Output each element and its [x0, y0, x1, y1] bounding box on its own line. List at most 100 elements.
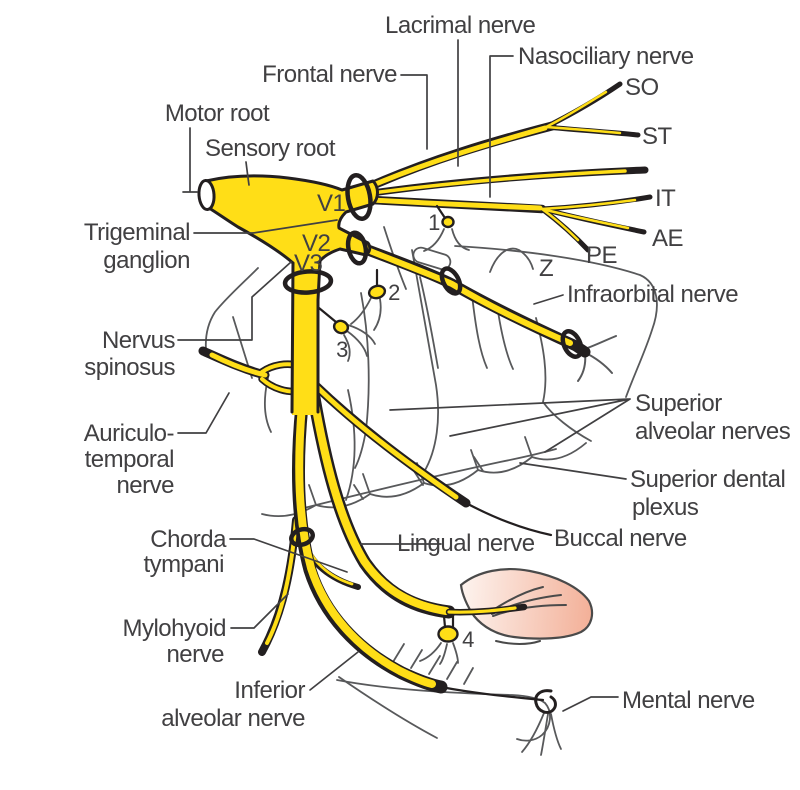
label-ganglion-1: 1 [428, 210, 440, 235]
label-ganglion-4: 4 [462, 627, 474, 652]
label-inferior-alveolar-2: alveolar nerve [161, 705, 305, 732]
petrous-arc [204, 267, 259, 351]
lingual-nerve-path [307, 391, 528, 619]
mental-foramen-hook [534, 689, 557, 714]
label-ganglion-2: 2 [388, 280, 400, 305]
pharynx-curve [354, 292, 370, 469]
sensory-root-end-cap [197, 179, 216, 211]
leader-inferior-alveolar [309, 651, 359, 691]
submandibular-ganglion-dot [437, 625, 459, 643]
label-lingual-nerve: Lingual nerve [397, 530, 535, 557]
zygomatic-hook [489, 247, 534, 273]
buccal-terminal-line [464, 501, 553, 537]
leader-lines [177, 39, 631, 712]
lacrimal-nerve-path [368, 166, 649, 197]
label-it: IT [655, 185, 676, 212]
leader-frontal [400, 74, 428, 150]
label-nasociliary-nerve: Nasociliary nerve [518, 43, 694, 70]
lower-teeth-roots [392, 643, 474, 685]
ganglia-dots [317, 204, 557, 714]
label-superior-dental-2: plexus [632, 494, 699, 521]
label-superior-alveolar-2: alveolar nerves [635, 418, 791, 445]
leader-trigeminal-ganglion [193, 219, 338, 234]
inferior-alveolar-nerve-path [291, 398, 545, 702]
label-v1: V1 [317, 190, 346, 217]
label-auriculotemporal-1: Auriculo- [84, 420, 174, 447]
label-nervus-spinosus-2: spinosus [84, 354, 175, 381]
label-infraorbital-nerve: Infraorbital nerve [567, 281, 738, 308]
leader-chorda-tympani [229, 538, 348, 573]
label-trigeminal-ganglion-1: Trigeminal [84, 219, 190, 246]
mandible-lower-border [338, 676, 438, 739]
label-auriculotemporal-3: nerve [116, 472, 174, 499]
ciliary-ganglion-connector [435, 204, 447, 220]
label-v2: V2 [302, 230, 331, 257]
mandibular-canal-line [439, 685, 545, 702]
submandibular-ganglion-fan [419, 642, 459, 665]
label-z: Z [539, 255, 553, 282]
label-motor-root: Motor root [165, 100, 270, 127]
label-st: ST [642, 123, 673, 150]
leader-nasociliary [489, 55, 514, 198]
label-trigeminal-ganglion-2: ganglion [103, 247, 190, 274]
tongue-under-line [495, 640, 541, 645]
labels: Lacrimal nerve Nasociliary nerve Frontal… [84, 12, 791, 732]
leader-superior-alveolar [389, 398, 631, 453]
leader-motor-root [182, 127, 198, 193]
label-chorda-tympani-2: tympani [143, 551, 224, 578]
nasociliary-nerve-path [367, 194, 653, 253]
label-nervus-spinosus-1: Nervus [102, 327, 176, 354]
foramina-rings [282, 173, 584, 548]
label-ganglion-3: 3 [336, 337, 348, 362]
leader-infraorbital [533, 294, 564, 305]
label-buccal-nerve: Buccal nerve [554, 525, 687, 552]
pterygoid-capsule [412, 246, 452, 271]
auriculotemporal-nerve-path [198, 346, 304, 396]
nerve-branches [197, 81, 653, 702]
foramen-rotundum-ring [345, 230, 369, 266]
trigeminal-ganglion-body [204, 176, 378, 415]
nose-line-1 [471, 294, 488, 369]
label-chorda-tympani-1: Chorda [150, 526, 227, 553]
temporal-outline [454, 245, 658, 398]
label-mylohyoid-2: nerve [166, 641, 224, 668]
infraorbital-foramen-ring [560, 329, 584, 359]
otic-ganglion-dot [332, 319, 350, 335]
infraorbital-terminal-branches [577, 335, 617, 382]
pterygopalatine-ganglion-dot [367, 284, 387, 300]
label-superior-dental-1: Superior dental [630, 466, 785, 493]
label-lacrimal-nerve: Lacrimal nerve [385, 12, 536, 39]
cheek-curve [411, 249, 439, 473]
ciliary-ganglion-dot [441, 215, 455, 229]
leader-nervus-spinosus [177, 261, 292, 341]
label-mental-nerve: Mental nerve [622, 687, 755, 714]
mental-branch-fan [521, 712, 562, 756]
label-v3: V3 [294, 250, 323, 277]
leader-sensory-root [245, 161, 250, 186]
otic-ganglion-connector [317, 306, 338, 324]
leader-mylohyoid [230, 593, 289, 629]
label-auriculotemporal-2: temporal [85, 446, 174, 473]
infraorbital-nerve-path [354, 241, 591, 358]
submandibular-ganglion-connector [442, 613, 455, 629]
dental-plexus-ticks [353, 456, 484, 500]
superior-orbital-fissure-ring [345, 173, 373, 221]
label-mylohyoid-1: Mylohyoid [122, 615, 226, 642]
leader-mental [562, 696, 619, 712]
cheek-curve-2 [419, 276, 439, 369]
label-ae: AE [652, 225, 683, 252]
ciliary-ganglion-fan [423, 228, 470, 252]
petrotympanic-fissure-ring [289, 526, 315, 548]
label-pe: PE [586, 242, 617, 269]
inferior-orbital-fissure-ring [439, 266, 463, 296]
maxilla-outline [535, 317, 592, 442]
buccal-nerve-path [310, 380, 553, 537]
pterygopalatine-ganglion-fan [350, 297, 382, 331]
label-frontal-nerve: Frontal nerve [262, 61, 397, 88]
leader-superior-dental [519, 462, 627, 480]
coronoid-outline [345, 389, 356, 501]
tongue-body [459, 568, 594, 640]
label-sensory-root: Sensory root [205, 135, 336, 162]
